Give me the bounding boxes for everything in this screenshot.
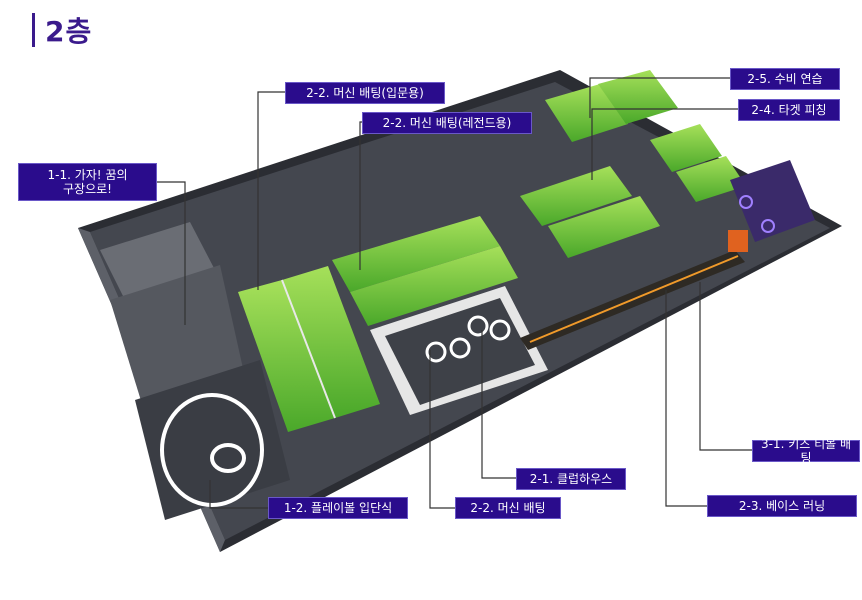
defense-lane-2 <box>598 70 678 124</box>
intro-lane-1 <box>332 216 500 292</box>
leader-base-running <box>665 290 707 507</box>
clubhouse-table-3 <box>467 315 489 337</box>
playball-ring <box>160 393 264 507</box>
leader-clubhouse <box>481 330 516 479</box>
title-accent-bar <box>32 13 35 47</box>
page-title: 2층 <box>45 15 93 48</box>
right-room-2 <box>676 156 746 202</box>
kids-tee-room <box>730 160 815 242</box>
kids-tee-circle-1 <box>739 195 753 209</box>
leader-machine-legend <box>359 121 362 270</box>
target-lane-2 <box>548 196 660 258</box>
intro-lane-2 <box>350 246 518 326</box>
label-machine-batting-intro: 2-2. 머신 배팅(입문용) <box>285 82 445 104</box>
clubhouse-inner <box>385 298 535 405</box>
machine-lane-2 <box>282 266 380 418</box>
label-machine-batting-legend: 2-2. 머신 배팅(레전드용) <box>362 112 532 134</box>
leader-kids-tee <box>699 282 752 451</box>
label-clubhouse: 2-1. 클럽하우스 <box>516 468 626 490</box>
kids-tee-circle-2 <box>761 219 775 233</box>
orange-box <box>728 230 748 252</box>
leader-target <box>591 108 738 180</box>
right-room-1 <box>650 124 722 172</box>
label-machine-batting: 2-2. 머신 배팅 <box>455 497 561 519</box>
clubhouse-table-1 <box>425 341 447 363</box>
clubhouse-table-4 <box>489 319 511 341</box>
target-lane-1 <box>520 166 632 226</box>
label-base-running: 2-3. 베이스 러닝 <box>707 495 857 517</box>
label-target-pitching: 2-4. 타겟 피칭 <box>738 99 840 121</box>
label-gaja-dream-field: 1-1. 가자! 꿈의 구장으로! <box>18 163 157 201</box>
leader-machine-intro <box>257 91 285 290</box>
playball-center <box>210 443 246 473</box>
playball-room-floor <box>135 360 290 520</box>
leader-defense <box>589 77 730 118</box>
defense-lane-1 <box>545 84 628 142</box>
page-header: 2층 <box>32 10 92 50</box>
base-running-line <box>529 255 739 343</box>
machine-lane-divider <box>281 279 336 419</box>
leader-gaja <box>157 181 186 325</box>
leader-lines <box>157 77 752 509</box>
leader-machine <box>429 350 455 509</box>
machine-lane-1 <box>238 280 335 432</box>
stair-area <box>100 222 215 300</box>
label-playball-ceremony: 1-2. 플레이볼 입단식 <box>268 497 408 519</box>
label-kids-teeball: 3-1. 키즈 티볼 배팅 <box>752 437 860 465</box>
label-defense-practice: 2-5. 수비 연습 <box>730 68 840 90</box>
leader-playball <box>209 480 268 509</box>
clubhouse-table-2 <box>449 337 471 359</box>
